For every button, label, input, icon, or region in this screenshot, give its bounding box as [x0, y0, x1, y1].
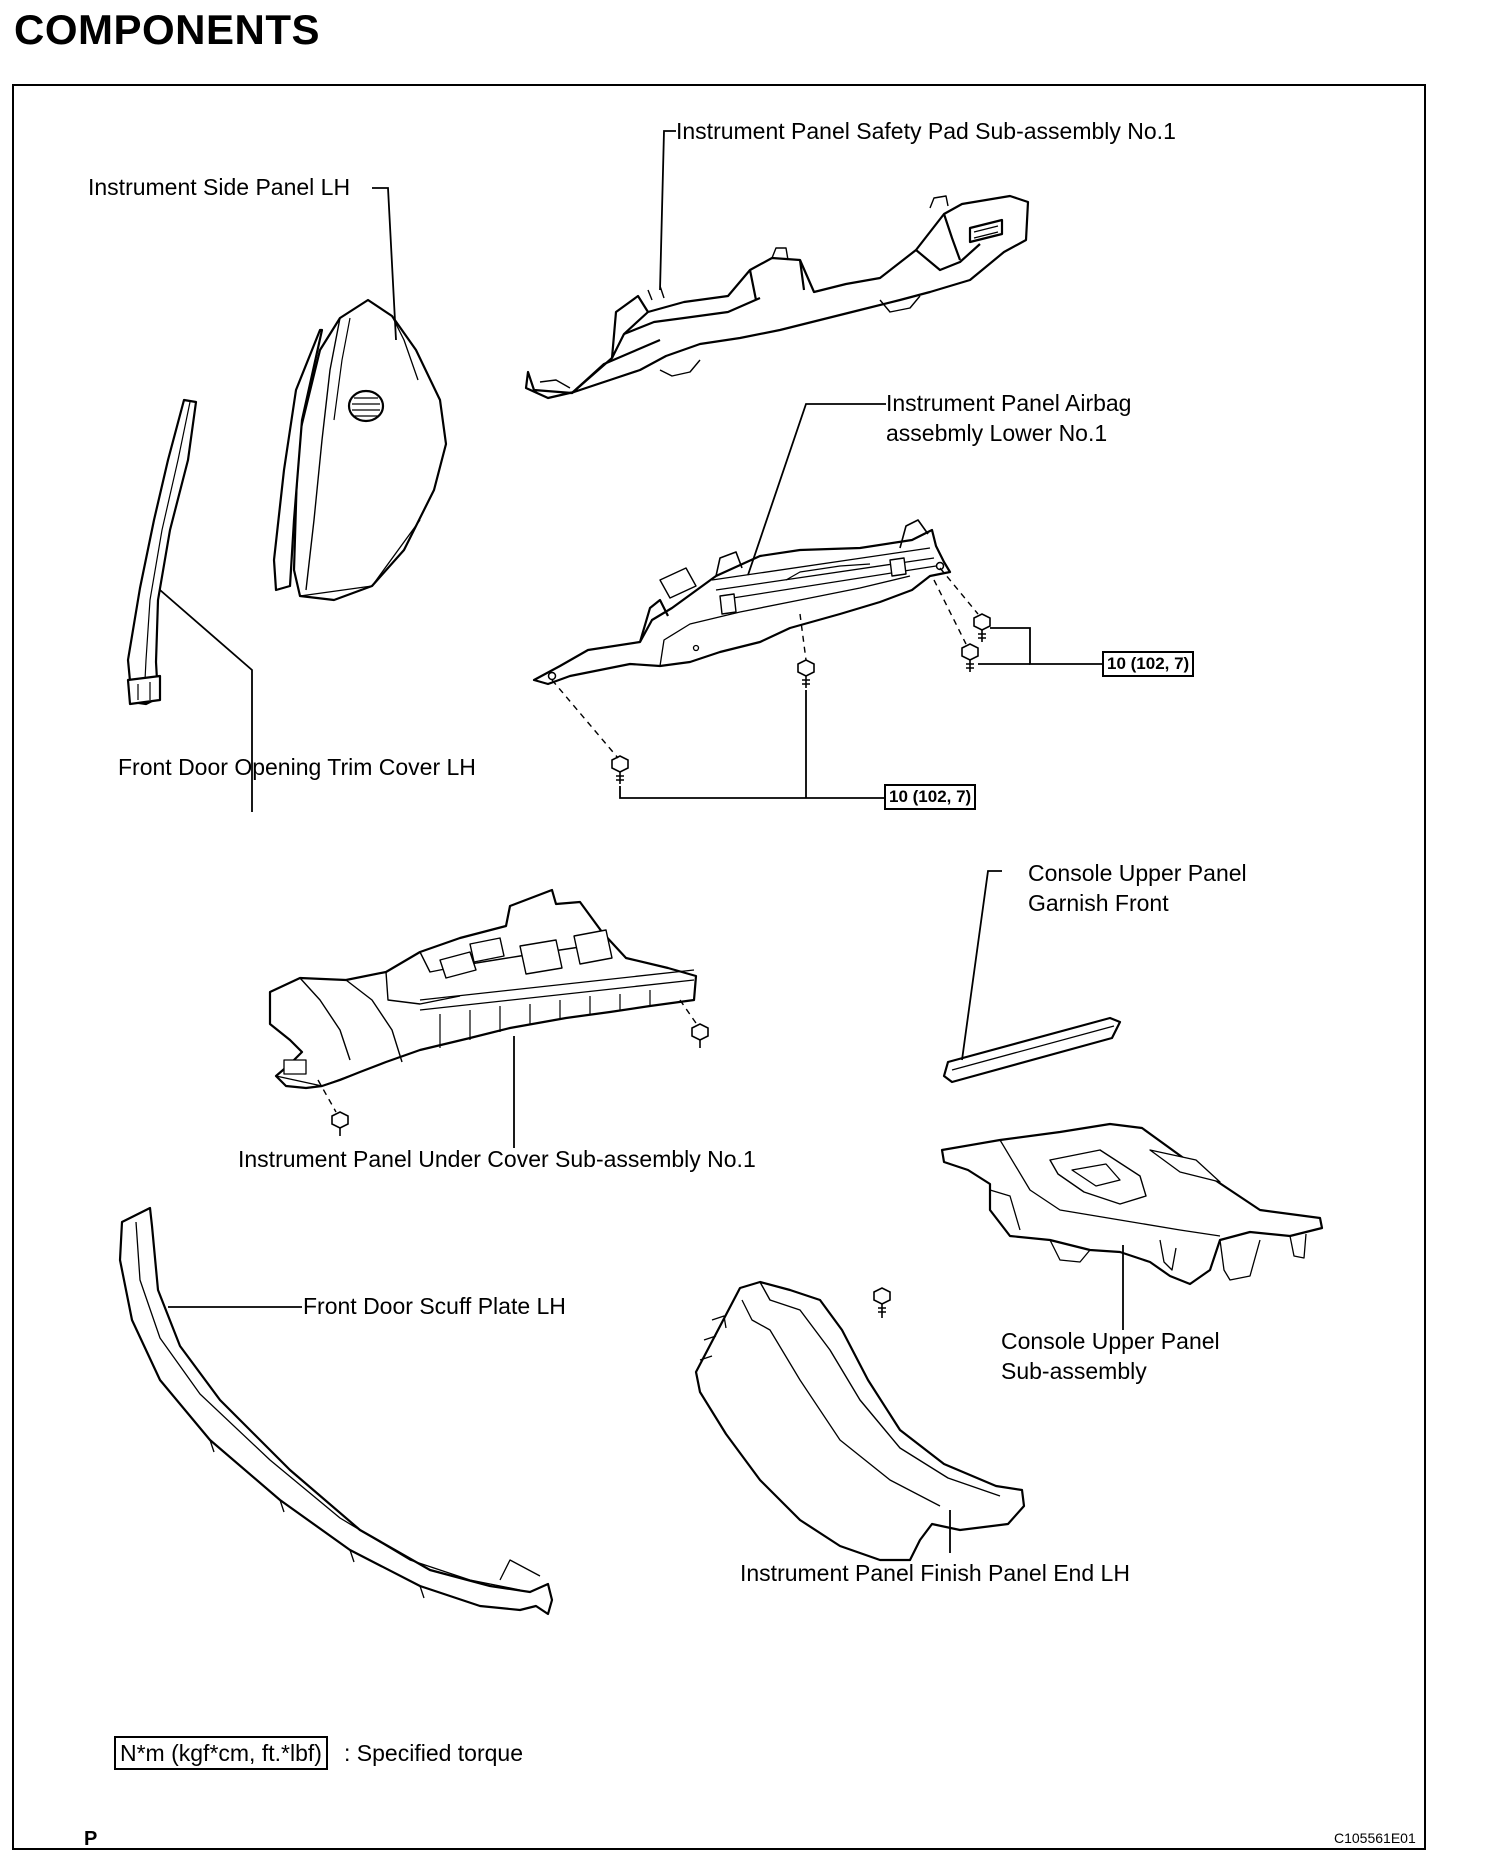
airbag-lower-part: [532, 519, 952, 686]
label-scuff-plate: Front Door Scuff Plate LH: [303, 1293, 566, 1319]
bolt-icon: [873, 1287, 891, 1318]
label-airbag-line1: Instrument Panel Airbag: [886, 390, 1132, 416]
bolts: [331, 613, 991, 1318]
label-console-garnish-line2: Garnish Front: [1028, 890, 1169, 916]
label-trim-cover: Front Door Opening Trim Cover LH: [118, 754, 476, 780]
leader-lines: [159, 130, 1124, 1553]
bolt-icon: [331, 1111, 349, 1136]
label-finish-panel: Instrument Panel Finish Panel End LH: [740, 1560, 1130, 1586]
diagram-frame: [12, 84, 1426, 1850]
bolt-icon: [797, 659, 815, 688]
finish-panel-part: [694, 1280, 1026, 1562]
trim-cover-part: [126, 398, 198, 706]
bolt-icon: [691, 1023, 709, 1048]
label-side-panel: Instrument Side Panel LH: [88, 174, 351, 200]
label-console-panel-line2: Sub-assembly: [1001, 1358, 1147, 1384]
page-letter: P: [84, 1828, 98, 1850]
scuff-plate-part: [118, 1206, 554, 1616]
bolt-icon: [611, 755, 629, 784]
safety-pad-part: [524, 194, 1030, 400]
torque-spec-right: 10 (102, 7): [1102, 651, 1195, 677]
label-console-panel-line1: Console Upper Panel: [1001, 1328, 1220, 1354]
figure-code: C105561E01: [1334, 1830, 1416, 1846]
side-panel-part: [272, 298, 448, 602]
console-garnish-part: [942, 1016, 1122, 1084]
label-under-cover: Instrument Panel Under Cover Sub-assembl…: [238, 1146, 756, 1172]
under-cover-part: [268, 888, 698, 1090]
assembly-lines: [317, 567, 979, 1113]
label-console-garnish-line1: Console Upper Panel: [1028, 860, 1247, 886]
torque-spec-bottom: 10 (102, 7): [884, 784, 977, 810]
label-safety-pad: Instrument Panel Safety Pad Sub-assembly…: [676, 118, 1176, 144]
page-title: COMPONENTS: [14, 6, 321, 53]
legend-unit-box: N*m (kgf*cm, ft.*lbf): [114, 1736, 328, 1770]
console-panel-part: [940, 1122, 1324, 1286]
legend-description: : Specified torque: [344, 1740, 524, 1766]
bolt-icon: [973, 613, 991, 642]
bolt-icon: [961, 643, 979, 672]
label-airbag-line2: assebmly Lower No.1: [886, 420, 1108, 446]
